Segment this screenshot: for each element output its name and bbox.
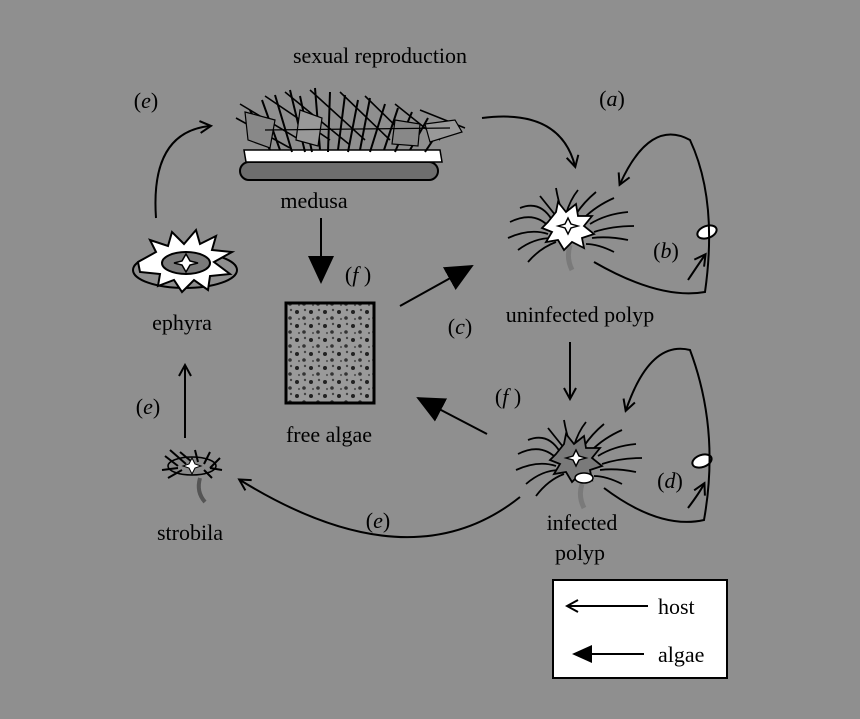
host-arrow-e-bottom — [240, 480, 521, 539]
label-a: (a) — [599, 86, 625, 111]
label-b: (b) — [653, 238, 679, 263]
algal-cell-d — [691, 453, 713, 469]
algal-cell-b — [696, 224, 718, 240]
uninfected-polyp-illustration — [507, 187, 635, 272]
host-arrow-a — [481, 115, 575, 166]
ephyra-label: ephyra — [152, 310, 212, 335]
label-e-top: (e) — [134, 88, 158, 113]
host-arrow-d-loop — [603, 347, 711, 523]
label-f-mid: (f ) — [495, 384, 521, 409]
algae-arrow-c — [399, 265, 474, 307]
label-e-left: (e) — [136, 394, 160, 419]
free-algae-label: free algae — [286, 422, 372, 447]
legend: host algae — [552, 579, 728, 679]
infected-polyp-label-2: polyp — [555, 540, 605, 565]
uninfected-polyp-label: uninfected polyp — [506, 302, 654, 327]
host-arrow-d-return — [687, 484, 704, 509]
free-algae-box — [284, 301, 376, 405]
label-e-bottom: (e) — [366, 508, 390, 533]
infected-polyp-label-1: infected — [547, 510, 618, 535]
algae-arrow-f-infected — [416, 397, 488, 435]
strobila-label: strobila — [157, 520, 223, 545]
medusa-label: medusa — [280, 188, 347, 213]
label-c: (c) — [448, 314, 472, 339]
label-f-top: (f ) — [345, 262, 371, 287]
infected-polyp-illustration — [515, 419, 643, 510]
host-arrow-b-return — [687, 255, 705, 281]
host-arrow-b-loop — [593, 133, 711, 295]
legend-algae-label: algae — [658, 642, 704, 667]
diagram-title: sexual reproduction — [293, 43, 467, 68]
host-arrow-e-top — [154, 126, 210, 219]
legend-host-label: host — [658, 594, 695, 619]
label-d: (d) — [657, 468, 683, 493]
medusa-illustration — [235, 87, 466, 181]
strobila-illustration — [161, 449, 223, 504]
ephyra-illustration — [132, 227, 238, 294]
